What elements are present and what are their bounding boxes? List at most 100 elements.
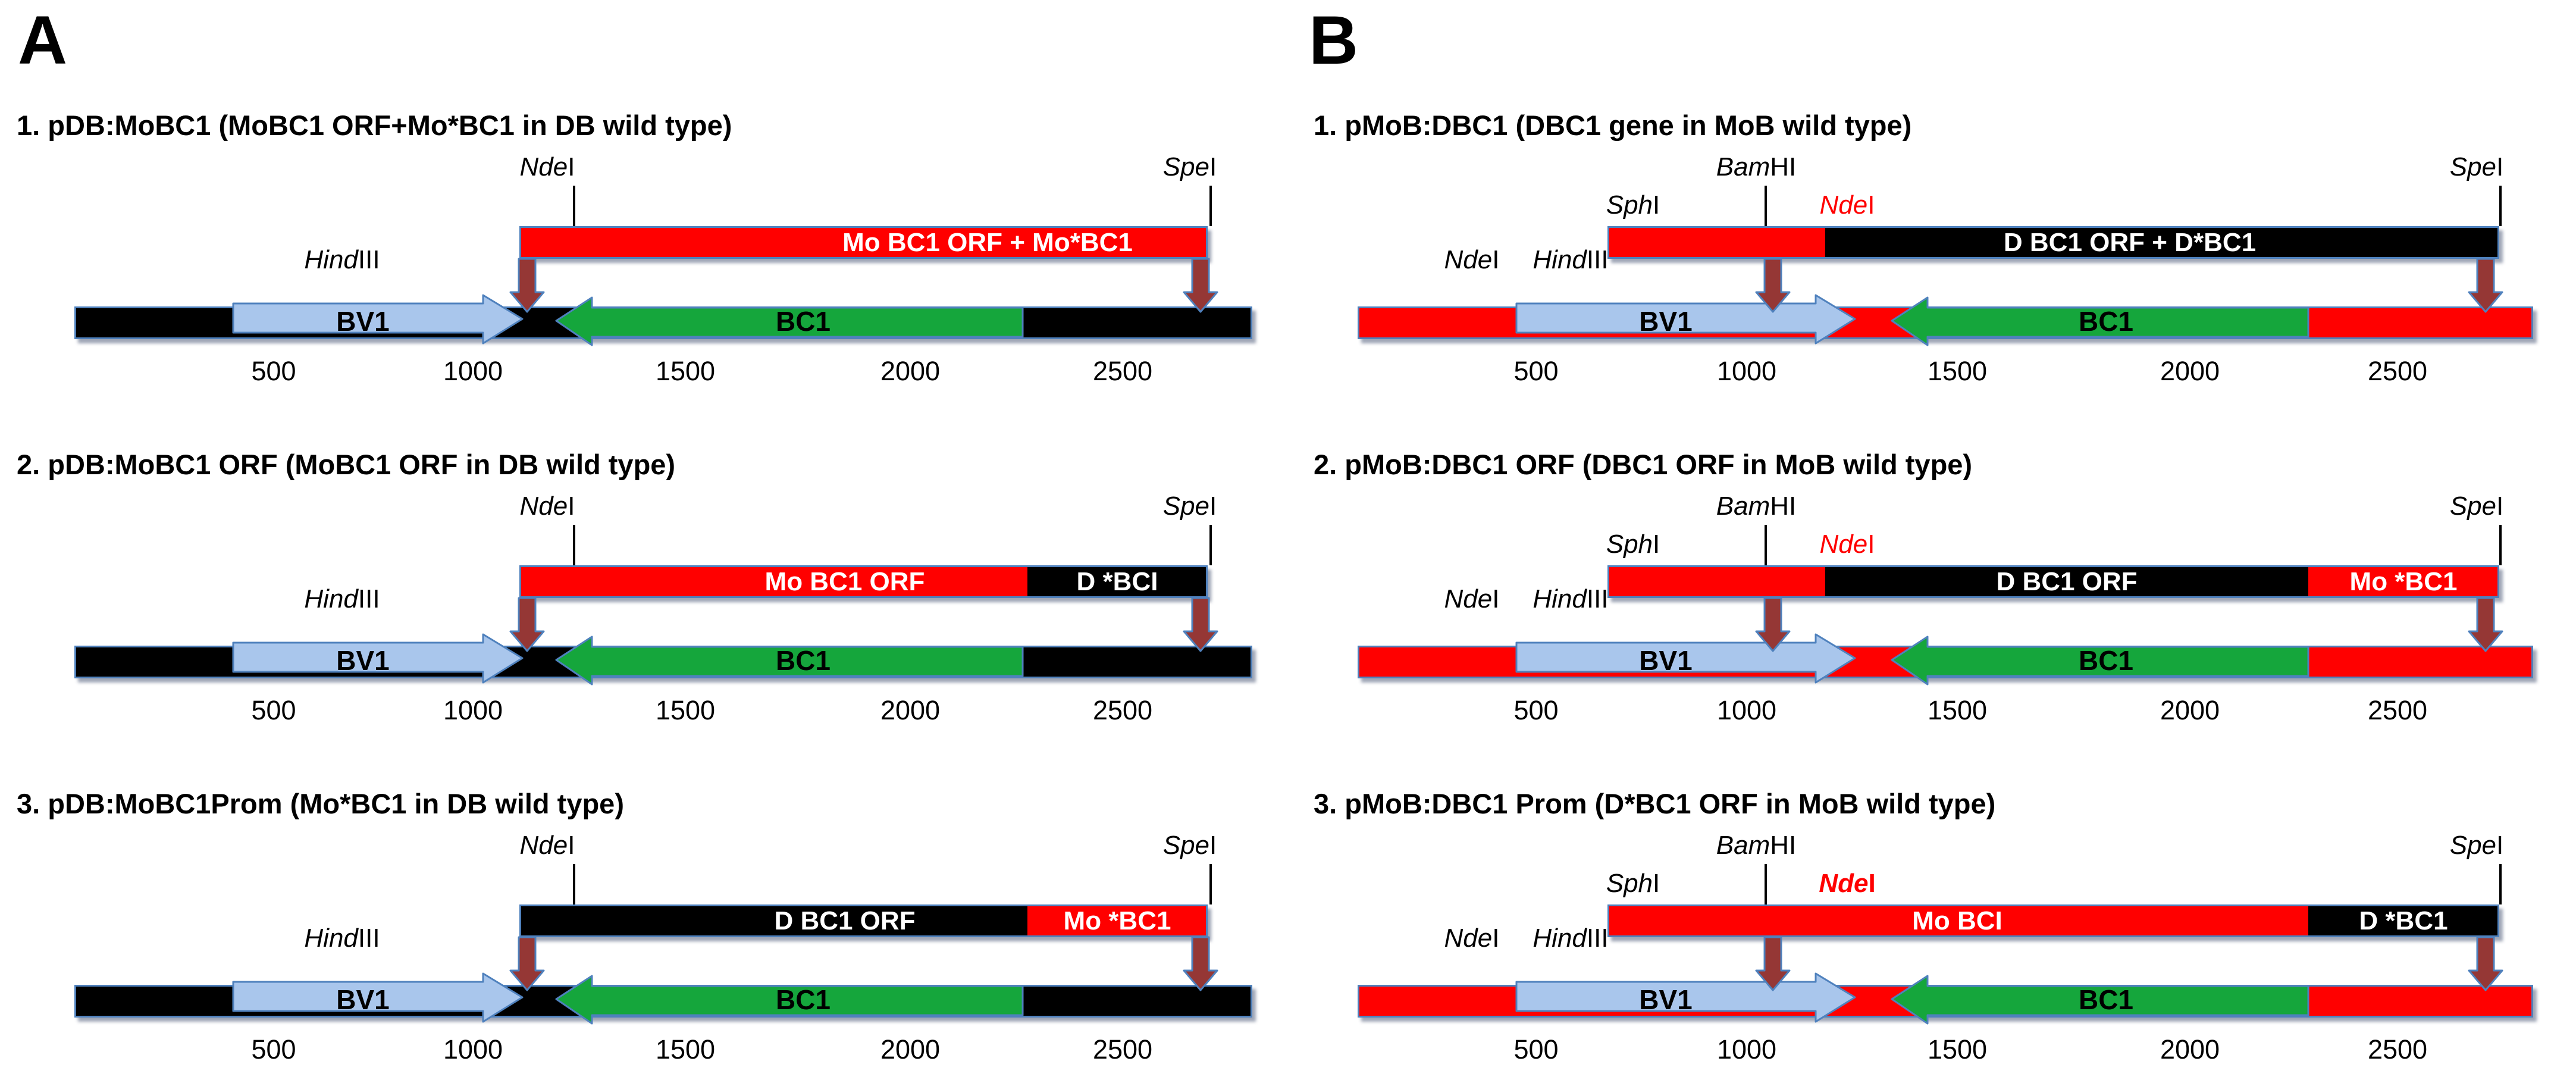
site-label-spei-prefix: Spe [1162, 831, 1210, 860]
bv1-label: BV1 [336, 984, 390, 1015]
insert-bar-segment [521, 567, 1027, 596]
restriction-site-tick [2499, 864, 2502, 904]
site-label-hindiii-prefix: Hind [304, 924, 358, 953]
insert-bar-segment-label: D *BC1 [2359, 906, 2448, 935]
insert-bar-segment [1825, 567, 2308, 596]
insert-bar-segment [2308, 906, 2497, 935]
insertion-down-arrow-shape [1183, 597, 1218, 652]
site-label-bamhi-prefix: Bam [1716, 152, 1770, 181]
bv1-arrow-icon [232, 633, 524, 684]
insert-bar-segment-label: D BC1 ORF [1996, 567, 2138, 596]
insert-bar-segment-label: D *BCI [1076, 567, 1158, 596]
bv1-label: BV1 [336, 306, 390, 337]
site-label-ndei-suffix: I [568, 152, 575, 181]
site-label-sphi: SphI [1606, 869, 1660, 899]
site-label-spei-prefix: Spe [2449, 492, 2497, 521]
insertion-down-arrow-shape [1183, 936, 1218, 991]
gene-arrows-layer [232, 633, 1024, 686]
site-label-sphi: SphI [1606, 530, 1660, 559]
insert-bar-segment [2308, 567, 2497, 596]
site-label-hindiii: HindIII [1533, 924, 1608, 953]
bc1-label: BC1 [775, 984, 831, 1015]
site-label-spei-prefix: Spe [2449, 831, 2497, 860]
bc1-arrow-icon [1891, 296, 2309, 346]
site-label-ndei: NdeI [1444, 924, 1500, 953]
insertion-down-arrow-shape [1183, 258, 1218, 313]
bc1-label: BC1 [2078, 306, 2134, 337]
site-label-ndei-suffix: I [1867, 190, 1875, 220]
insert-bar-segment [521, 906, 1027, 935]
scale-label: 1500 [655, 356, 716, 386]
scale-label: 500 [251, 1034, 296, 1065]
bc1-label: BC1 [775, 645, 831, 676]
scale-label: 1500 [1927, 356, 1988, 386]
bc1-arrow-icon [555, 296, 1024, 346]
restriction-site-tick [1765, 186, 1767, 226]
site-label-spei-suffix: I [2496, 831, 2504, 860]
site-label-hindiii: HindIII [1533, 584, 1608, 614]
scale-label: 1000 [443, 356, 503, 386]
site-label-hindiii-prefix: Hind [304, 584, 358, 614]
site-label-ndei-suffix: I [568, 831, 575, 860]
insertion-down-arrow-shape [509, 597, 545, 652]
restriction-site-tick [1209, 525, 1212, 565]
site-label-ndei-prefix: Nde [1819, 869, 1869, 898]
restriction-site-tick [1765, 864, 1767, 904]
scale-label: 1500 [1927, 1034, 1988, 1065]
construct-title: 3. pMoB:DBC1 Prom (D*BC1 ORF in MoB wild… [1314, 788, 1996, 819]
site-label-hindiii-suffix: III [1586, 924, 1609, 953]
site-label-spei-suffix: I [2496, 152, 2504, 181]
panel-label-a: A [18, 2, 68, 79]
insertion-down-arrow-icon [1755, 597, 1791, 652]
site-label-hindiii-prefix: Hind [1533, 245, 1587, 274]
site-label-ndei-suffix: I [568, 492, 575, 521]
construct-title: 1. pMoB:DBC1 (DBC1 gene in MoB wild type… [1314, 109, 1912, 141]
construct-title: 2. pMoB:DBC1 ORF (DBC1 ORF in MoB wild t… [1314, 449, 1973, 480]
insertion-down-arrow-icon [2468, 258, 2503, 313]
site-label-ndei: NdeI [1820, 530, 1875, 559]
insertion-down-arrow-shape [2468, 597, 2503, 652]
site-label-sphi-prefix: Sph [1606, 869, 1653, 898]
site-label-hindiii: HindIII [304, 584, 380, 614]
site-label-bamhi-prefix: Bam [1716, 492, 1770, 521]
construct-title: 1. pDB:MoBC1 (MoBC1 ORF+Mo*BC1 in DB wil… [17, 109, 732, 141]
site-label-ndei-suffix: I [1867, 530, 1875, 559]
site-label-ndei: NdeI [1444, 245, 1500, 275]
insertion-down-arrow-icon [2468, 597, 2503, 652]
site-label-ndei-prefix: Nde [1819, 530, 1868, 559]
restriction-site-tick [1765, 525, 1767, 565]
bc1-arrow-icon [555, 975, 1024, 1025]
site-label-hindiii-suffix: III [1586, 245, 1609, 274]
site-label-hindiii-prefix: Hind [1533, 584, 1587, 614]
insertion-down-arrow-shape [1755, 936, 1791, 991]
insert-bar-segment [1609, 567, 1825, 596]
site-label-ndei: NdeI [520, 152, 575, 182]
scale-label: 1000 [1716, 1034, 1777, 1065]
insert-bar-segment-label: Mo BCI [1912, 906, 2002, 935]
scale-label: 2000 [2160, 695, 2220, 725]
site-label-hindiii-prefix: Hind [1533, 924, 1587, 953]
site-label-sphi: SphI [1606, 190, 1660, 220]
site-label-ndei: NdeI [1444, 584, 1500, 614]
scale-label: 2000 [880, 1034, 941, 1065]
scale-label: 1500 [655, 695, 716, 725]
site-label-spei: SpeI [2450, 492, 2504, 521]
site-label-spei-prefix: Spe [1162, 492, 1210, 521]
site-label-ndei: NdeI [520, 831, 575, 860]
insert-top-bar: D BC1 ORF + D*BC1 [1607, 226, 2499, 259]
construct-title: 2. pDB:MoBC1 ORF (MoBC1 ORF in DB wild t… [17, 449, 676, 480]
scale-label: 2000 [2160, 356, 2220, 386]
scale-label: 500 [1513, 1034, 1559, 1065]
site-label-hindiii-suffix: III [1586, 584, 1609, 614]
insert-bar-segment-label: D BC1 ORF + D*BC1 [2003, 228, 2257, 257]
scale-label: 1000 [443, 695, 503, 725]
site-label-ndei-prefix: Nde [519, 831, 568, 860]
restriction-site-tick [2499, 525, 2502, 565]
insertion-down-arrow-shape [509, 936, 545, 991]
insert-bar-segment [1609, 228, 1825, 257]
insert-top-bar: Mo BC1 ORF + Mo*BC1 [519, 226, 1208, 259]
scale-label: 1000 [1716, 695, 1777, 725]
